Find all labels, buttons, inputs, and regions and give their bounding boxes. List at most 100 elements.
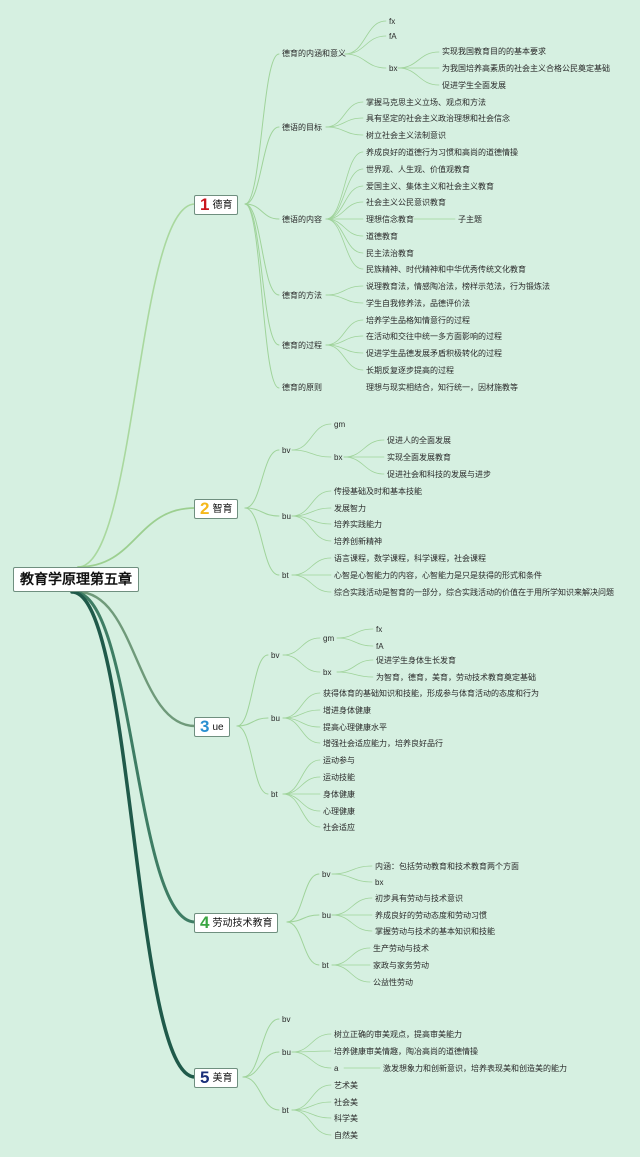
s1-b3-item-3[interactable]: 爱国主义、集体主义和社会主义教育 [366,182,494,191]
s5-a[interactable]: a [334,1064,339,1073]
s2-bx-item-2[interactable]: 实现全面发展教育 [387,453,451,462]
s2-bu-item-1[interactable]: 传授基础及时和基本技能 [334,487,422,496]
s1-b1-bx-item-1[interactable]: 实现我国教育目的的基本要求 [442,47,546,56]
s2-bt-item-3[interactable]: 综合实践活动是智育的一部分，综合实践活动的价值在于用所学知识来解决问题 [334,588,614,597]
connector-7 [244,203,280,220]
s1-b2-item-2[interactable]: 具有坚定的社会主义政治理想和社会信念 [366,114,510,123]
s2-bx[interactable]: bx [334,453,343,462]
connector-16 [397,67,440,86]
s1-b5-label[interactable]: 德育的过程 [282,341,322,350]
s1-b3-item-4[interactable]: 社会主义公民意识教育 [366,198,446,207]
s1-b6-label[interactable]: 德育的原则 [282,383,322,392]
s5-bv[interactable]: bv [282,1015,291,1024]
s4-bu[interactable]: bu [322,911,331,920]
s3-gm[interactable]: gm [323,634,335,643]
s5-bt-item-3[interactable]: 科学美 [334,1114,358,1123]
s3-bu-item-4[interactable]: 增强社会适应能力，培养良好品行 [323,739,443,748]
s1-b6-item[interactable]: 理想与现实相结合，知行统一，因材施教等 [366,383,518,392]
s5-bu-item-2[interactable]: 培养健康审美情趣，陶冶高尚的道德情操 [334,1047,478,1056]
s1-b1-bx-item-3[interactable]: 促进学生全面发展 [442,81,506,90]
s3-fa[interactable]: fA [376,642,384,651]
s1-b3-label[interactable]: 德语的内容 [282,215,322,224]
s4-bt-item-1[interactable]: 生产劳动与技术 [373,944,429,953]
s3-bv[interactable]: bv [271,651,280,660]
s1-b5-item-3[interactable]: 促进学生品德发展矛盾积极转化的过程 [366,349,502,358]
s1-b3-subtopic[interactable]: 子主题 [458,215,482,224]
s1-b1-fa[interactable]: fA [389,32,397,41]
s3-fx[interactable]: fx [376,625,383,634]
s2-bt-item-1[interactable]: 语言课程，数学课程，科学课程，社会课程 [334,554,486,563]
s1-b2-item-3[interactable]: 树立社会主义法制意识 [366,131,446,140]
s1-b1-bx-item-2[interactable]: 为我国培养高素质的社会主义合格公民奠定基础 [442,64,610,73]
s3-bt[interactable]: bt [271,790,278,799]
s5-bu[interactable]: bu [282,1048,291,1057]
s1-b3-item-6[interactable]: 道德教育 [366,232,398,241]
s2-bt-item-2[interactable]: 心智是心智能力的内容，心智能力是只是获得的形式和条件 [334,571,542,580]
s5-bt-item-1[interactable]: 艺术美 [334,1081,358,1090]
s2-bx-item-3[interactable]: 促进社会和科技的发展与进步 [387,470,491,479]
s4-bt[interactable]: bt [322,961,329,970]
s3-bu-item-2[interactable]: 增进身体健康 [323,706,371,715]
s3-bu[interactable]: bu [271,714,280,723]
s1-b4-item-1[interactable]: 说理教育法，情感陶冶法，榜样示范法，行为锻炼法 [366,282,550,291]
connector-56 [336,637,374,647]
s3-bx[interactable]: bx [323,668,332,677]
s1-b3-item-8[interactable]: 民族精神、时代精神和中华优秀传统文化教育 [366,265,526,274]
s5-bt-item-2[interactable]: 社会美 [334,1098,358,1107]
s2-bu-item-2[interactable]: 发展智力 [334,504,366,513]
s3-bu-item-3[interactable]: 提高心理健康水平 [323,723,387,732]
s1-b4-item-2[interactable]: 学生自我修养法，品德评价法 [366,299,470,308]
connector-47 [291,557,332,576]
s2-bu-item-4[interactable]: 培养创新精神 [334,537,382,546]
s3-bx-item-1[interactable]: 促进学生身体生长发育 [376,656,456,665]
s2-bu-item-3[interactable]: 培养实践能力 [334,520,382,529]
s3-bx-item-2[interactable]: 为智育，德育，美育，劳动技术教育奠定基础 [376,673,536,682]
s3-bt-item-4[interactable]: 心理健康 [323,807,355,816]
s3-bt-item-2[interactable]: 运动技能 [323,773,355,782]
s1-b5-item-4[interactable]: 长期反复逐步提高的过程 [366,366,454,375]
section-2-title: 智育 [212,504,233,515]
s2-bu[interactable]: bu [282,512,291,521]
s3-bt-item-1[interactable]: 运动参与 [323,756,355,765]
s5-a-item[interactable]: 激发想象力和创新意识，培养表现美和创造美的能力 [383,1064,567,1073]
s1-b3-item-7[interactable]: 民主法治教育 [366,249,414,258]
s5-bt-item-4[interactable]: 自然美 [334,1131,358,1140]
s4-bu-item-1[interactable]: 初步具有劳动与技术意识 [375,894,463,903]
s4-bv[interactable]: bv [322,870,331,879]
s4-bu-item-3[interactable]: 掌握劳动与技术的基本知识和技能 [375,927,495,936]
s1-b3-item-2[interactable]: 世界观、人生观、价值观教育 [366,165,470,174]
s4-bt-item-3[interactable]: 公益性劳动 [373,978,413,987]
s2-bv[interactable]: bv [282,446,291,455]
s1-b5-item-2[interactable]: 在活动和交往中统一多方面影响的过程 [366,332,502,341]
s3-bt-item-5[interactable]: 社会适应 [323,823,355,832]
s1-b1-fx[interactable]: fx [389,17,396,26]
s1-b2-item-1[interactable]: 掌握马克思主义立场、观点和方法 [366,98,486,107]
s5-bt[interactable]: bt [282,1106,289,1115]
connector-39 [291,449,332,458]
s1-b4-label[interactable]: 德育的方法 [282,291,322,300]
s1-b1-bx[interactable]: bx [389,64,398,73]
s4-bt-item-2[interactable]: 家政与家务劳动 [373,961,429,970]
s2-bx-item-1[interactable]: 促进人的全面发展 [387,436,451,445]
s1-b3-item-1[interactable]: 养成良好的道德行为习惯和高尚的道德情操 [366,148,518,157]
s1-b2-label[interactable]: 德语的目标 [282,123,322,132]
s1-b5-item-1[interactable]: 培养学生品格知情意行的过程 [366,316,470,325]
s2-bt[interactable]: bt [282,571,289,580]
s3-bu-item-1[interactable]: 获得体育的基础知识和技能，形成参与体育活动的态度和行为 [323,689,539,698]
s4-bu-item-2[interactable]: 养成良好的劳动态度和劳动习惯 [375,911,487,920]
s4-bv-item-2[interactable]: bx [375,878,384,887]
s3-bt-item-3[interactable]: 身体健康 [323,790,355,799]
s5-bu-item-1[interactable]: 树立正确的审美观点，提高审美能力 [334,1030,462,1039]
s4-bv-item-1[interactable]: 内涵：包括劳动教育和技术教育两个方面 [375,862,519,871]
connector-0 [77,203,196,568]
s1-b3-item-5[interactable]: 理想信念教育 [366,215,414,224]
s1-b1-label[interactable]: 德育的内涵和意义 [282,49,346,58]
root-node[interactable]: 教育学原理第五章 [13,567,139,592]
s2-gm[interactable]: gm [334,420,346,429]
